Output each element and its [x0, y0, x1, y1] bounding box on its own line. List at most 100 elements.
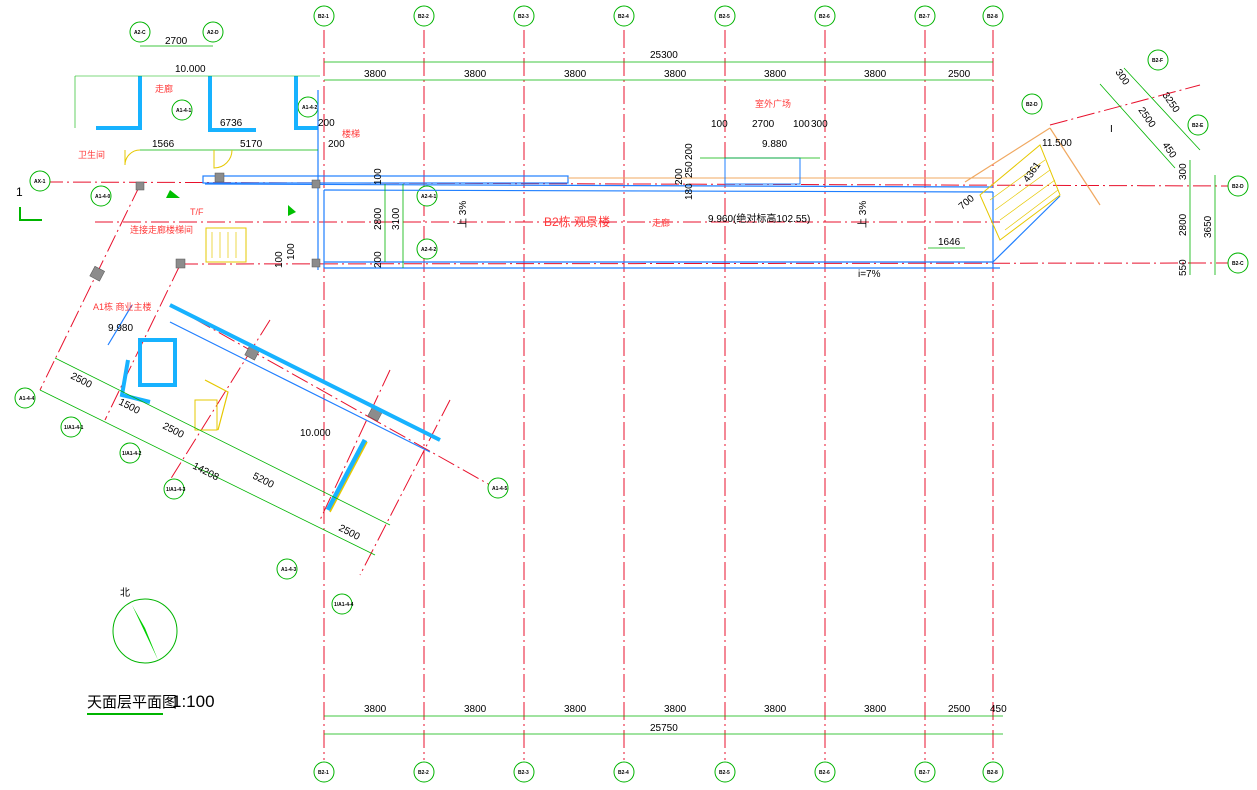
grid-tag — [413, 761, 435, 783]
column — [175, 258, 186, 269]
dim-bottom-span: 3800 — [664, 704, 687, 715]
grid-tag-label: B2-5 — [719, 770, 730, 776]
section-mark-label: 1 — [16, 185, 23, 199]
north-arrow: 北 — [112, 587, 178, 664]
dim-mid-1: 100 — [711, 119, 728, 130]
grid-tag — [982, 5, 1004, 27]
connect-stair — [166, 190, 296, 263]
dim-bottom-span: 2500 — [948, 704, 971, 715]
north-label: 北 — [120, 587, 130, 599]
dim-right-top: 450 — [1160, 140, 1179, 160]
structural-columns — [89, 172, 383, 422]
grid-tag — [814, 5, 836, 27]
grid-tag-label: A1-4-2 — [302, 105, 318, 111]
grid-tag-label: B2-2 — [418, 770, 429, 776]
door-swing — [124, 149, 141, 166]
grid-tag — [1021, 93, 1043, 115]
grid-line — [169, 319, 271, 481]
grid-tag — [14, 387, 36, 409]
grid-tag — [29, 170, 51, 192]
stair-treads — [211, 232, 237, 258]
grid-line — [39, 184, 141, 391]
grid-tag-label: B2-7 — [919, 770, 930, 776]
grid-tag — [313, 5, 335, 27]
dim-corridor: 100 — [274, 251, 285, 268]
grid-tag-label: 1/A1-4-1 — [64, 425, 84, 431]
dim-stair-b: 700 — [957, 193, 977, 212]
grid-tag-label: B2-6 — [819, 14, 830, 20]
grid-tag-label: B2-1 — [318, 14, 329, 20]
stair-outline — [205, 227, 247, 263]
dim-top-span: 3800 — [764, 69, 787, 80]
dim-mid-v: 180 — [684, 183, 695, 200]
dim-top-span: 3800 — [364, 69, 387, 80]
dim-right: 2800 — [1178, 213, 1189, 236]
dim-bottom-total: 25750 — [650, 723, 678, 734]
dim-right: 550 — [1178, 259, 1189, 276]
grid-line — [359, 399, 451, 576]
dim-left-e: 200 — [328, 139, 345, 150]
north-arrow-icon — [132, 605, 158, 660]
stair-treads — [989, 159, 1059, 231]
grid-tag — [982, 761, 1004, 783]
right-dimension-chain: 300 2800 3650 550 — [1178, 160, 1216, 276]
dim-right: 3650 — [1203, 215, 1214, 238]
wall-segment — [138, 338, 177, 387]
left-grid-tags: AX-1 A1-4-0 A1-4-1 A2-C A2-D — [29, 21, 224, 207]
grid-tag-label: A2-4-1 — [421, 194, 437, 200]
wall-segment — [204, 183, 994, 188]
grid-tag-label: A2-C — [134, 30, 146, 36]
dim-mid-4: 300 — [811, 119, 828, 130]
grid-tag — [1147, 49, 1169, 71]
grid-tag-label: B2-6 — [819, 770, 830, 776]
grid-tag-label: A1-4-3 — [281, 567, 297, 573]
grid-tag-label: A1-4-4 — [19, 396, 35, 402]
dim-right: 300 — [1178, 163, 1189, 180]
right-stair-wing: 300 2500 3250 450 4361 700 1646 I — [928, 67, 1201, 263]
label-b2: B2栋 观景楼 — [544, 214, 610, 229]
dim-corridor: 2800 — [373, 207, 384, 230]
dim-diag: 5200 — [251, 471, 276, 491]
toilet-fixture — [194, 399, 218, 431]
grid-tag-label: AX-1 — [34, 179, 46, 185]
grid-tag — [1227, 252, 1249, 274]
grid-tag-label: A2-D — [207, 30, 219, 36]
grid-tag-label: B2-4 — [618, 14, 629, 20]
bottom-grid-tags: B2-1 B2-2 B2-3 B2-4 B2-5 B2-6 B2-7 B2-8 — [313, 761, 1004, 783]
level-3: 9.960(绝对标高102.55) — [708, 212, 810, 225]
grid-tag — [413, 5, 435, 27]
dim-left-b: 5170 — [240, 139, 263, 150]
label-a1: A1栋 商业主楼 — [93, 301, 152, 312]
label-stairs: 楼梯 — [342, 128, 360, 139]
wall-segment — [992, 195, 1061, 263]
grid-tag-label: B2-F — [1152, 58, 1163, 64]
column — [89, 265, 105, 282]
label-corridor: 走廊 — [652, 217, 670, 228]
wall-segment — [724, 157, 801, 185]
dim-diag: 14208 — [191, 461, 221, 484]
grid-tag — [714, 5, 736, 27]
dim-left-top: 2700 — [165, 36, 188, 47]
label-slope: i=7% — [858, 269, 881, 280]
drawing-title-block: 天面层平面图 1:100 — [87, 692, 215, 715]
grid-line — [104, 264, 181, 421]
grid-tag-label: B2-2 — [418, 14, 429, 20]
north-arrow-marker — [288, 205, 296, 216]
grid-tag-label: B2-3 — [518, 14, 529, 20]
dim-left-a: 1566 — [152, 139, 175, 150]
grid-tag-label: B2-3 — [518, 770, 529, 776]
grid-tag-label: 1/A1-4-2 — [122, 451, 142, 457]
dim-corridor: 100 — [373, 168, 384, 185]
dim-bottom-span: 450 — [990, 704, 1007, 715]
dim-diag: 2500 — [337, 523, 362, 543]
grid-tag — [1187, 114, 1209, 136]
column — [311, 179, 321, 189]
level-6: 10.000 — [300, 428, 331, 439]
wall-segment — [169, 303, 441, 442]
grid-tag-label: B2-7 — [919, 14, 930, 20]
grid-tag-label: A1-4-5 — [492, 486, 508, 492]
dim-line — [1099, 83, 1176, 169]
dim-stair-c: 1646 — [938, 237, 961, 248]
north-arrow-ring — [112, 598, 178, 664]
dim-line — [54, 357, 391, 526]
